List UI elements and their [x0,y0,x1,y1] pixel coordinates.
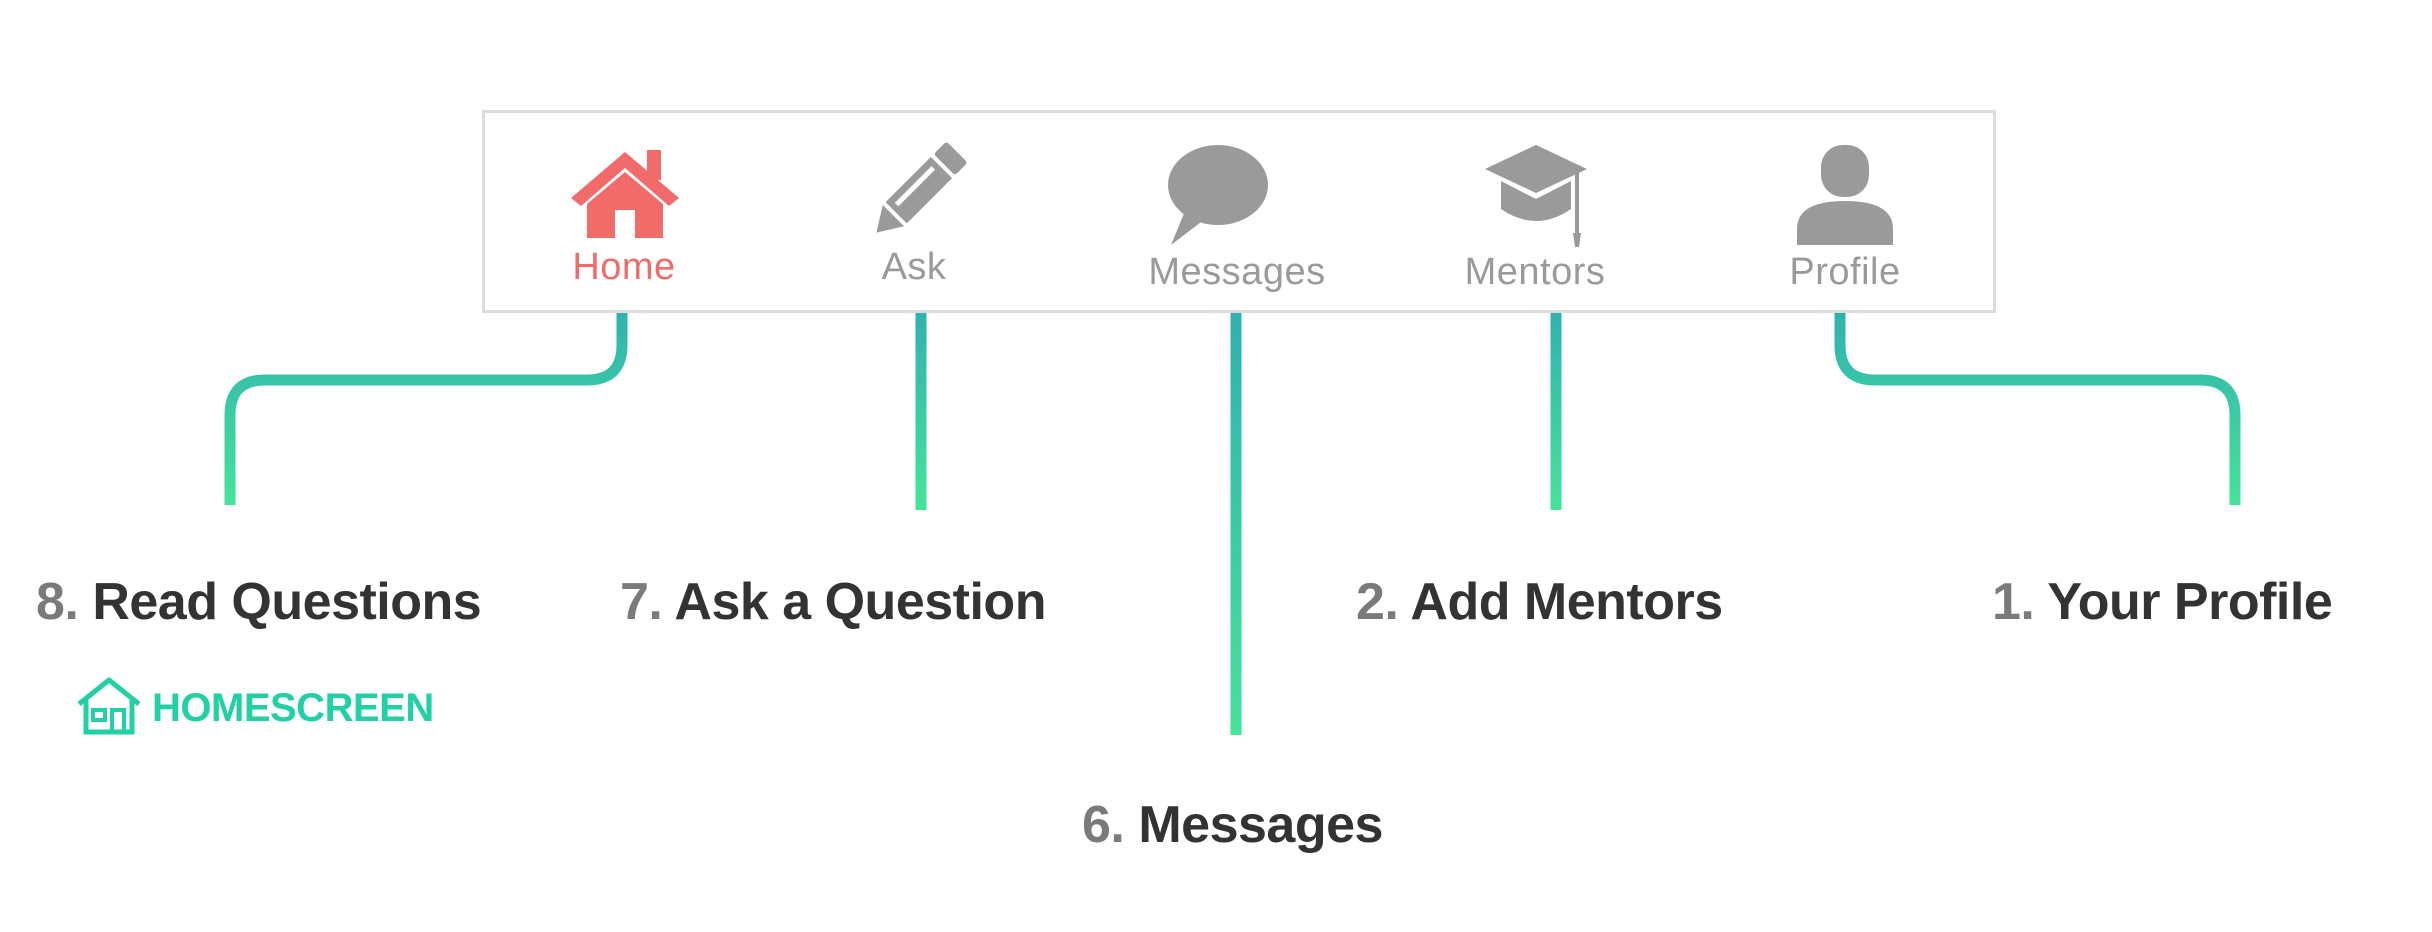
tab-profile[interactable]: Profile [1715,113,1999,316]
home-icon [571,150,679,238]
callout-ask-question: 7. Ask a Question [620,572,1046,632]
tab-home[interactable]: Home [485,113,765,316]
tab-profile-label: Profile [1789,251,1901,293]
connector-profile [1834,305,2241,505]
graduation-cap-icon [1485,145,1587,247]
tab-mentors[interactable]: Mentors [1385,113,1715,316]
tab-messages-label: Messages [1148,251,1326,293]
callout-text: Read Questions [92,573,482,631]
callout-add-mentors: 2. Add Mentors [1356,572,1723,632]
callout-text: Your Profile [2047,573,2333,631]
tab-messages[interactable]: Messages [1065,113,1385,316]
callout-text: Ask a Question [674,573,1046,631]
callout-number: 8. [36,573,79,631]
badge-label: HOMESCREEN [152,686,434,730]
tab-mentors-label: Mentors [1464,251,1606,293]
house-outline-icon [77,677,141,735]
callout-text: Add Mentors [1410,573,1723,631]
callout-number: 2. [1356,573,1399,631]
connector-home [224,305,628,505]
tab-bar: Home Ask Messages [482,110,1996,313]
callout-number: 1. [1992,573,2035,631]
user-icon [1797,145,1893,245]
tab-home-label: Home [572,246,676,288]
callout-messages: 6. Messages [1082,795,1383,855]
callout-number: 7. [620,573,663,631]
tab-ask[interactable]: Ask [765,113,1065,316]
callout-number: 6. [1082,796,1125,854]
callout-your-profile: 1. Your Profile [1992,572,2333,632]
callout-text: Messages [1138,796,1383,854]
speech-bubble-icon [1168,145,1268,245]
pencil-icon [876,142,967,233]
callout-read-questions: 8. Read Questions [36,572,482,632]
tab-ask-label: Ask [881,246,947,288]
